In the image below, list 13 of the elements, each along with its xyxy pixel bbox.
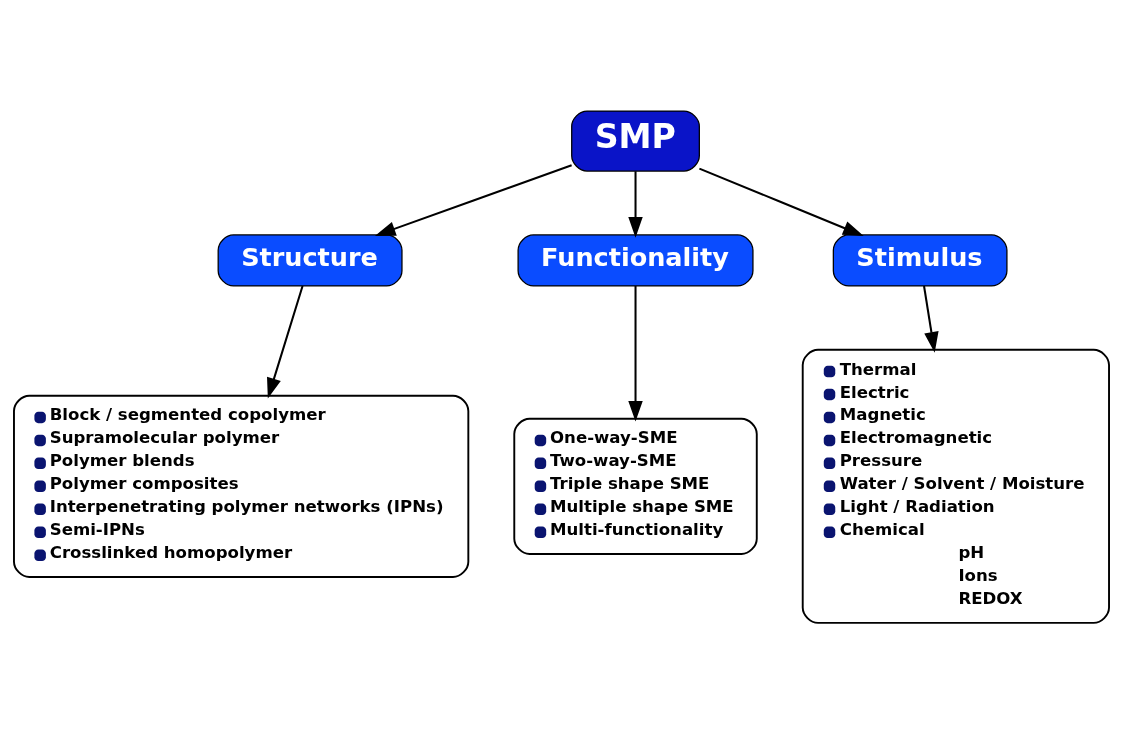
node-box: Structure [217, 233, 403, 287]
arrow [267, 285, 304, 399]
node-box: One-way-SME Two-way-SME Triple shape SME Multiple shape SME Multi-functionality [513, 417, 758, 555]
node-box: Block / segmented copolymer Supramolecular polymer Polymer blends Polymer composites Interpenetrating polymer networks (IPNs) Semi-IPNs Crosslinked homopolymer [13, 394, 470, 578]
arrow [699, 167, 864, 236]
arrow [628, 285, 643, 422]
arrow [923, 285, 939, 353]
arrow [628, 170, 643, 238]
arrow [374, 163, 572, 236]
node-box: Stimulus [832, 233, 1008, 287]
node-box: Thermal Electric Magnetic Electromagnetic Pressure Water / Solvent / Moisture Light / Radiation Chemical pH Ions REDOX [801, 348, 1110, 624]
node-box: SMP [571, 109, 700, 172]
node-box: Functionality [517, 233, 754, 287]
